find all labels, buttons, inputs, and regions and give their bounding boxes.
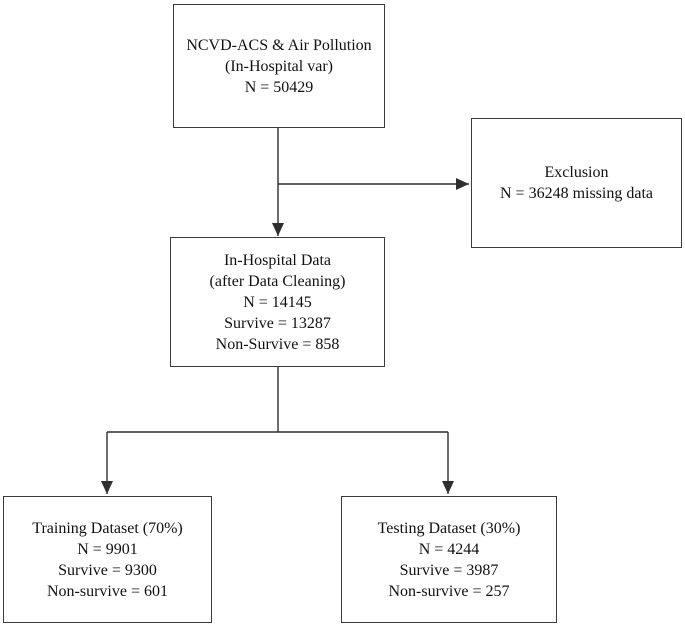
flow-box-line: (after Data Cleaning) bbox=[209, 272, 346, 290]
flow-box-line: Non-survive = 257 bbox=[388, 582, 510, 600]
flow-box-exclusion: Exclusion N = 36248 missing data bbox=[471, 118, 682, 248]
flow-box-line: N = 50429 bbox=[244, 78, 314, 96]
flow-box-source: NCVD-ACS & Air Pollution (In-Hospital va… bbox=[173, 4, 385, 128]
flow-box-testing: Testing Dataset (30%) N = 4244 Survive =… bbox=[341, 496, 557, 623]
flow-box-line: N = 9901 bbox=[77, 540, 138, 558]
flow-box-line: Survive = 13287 bbox=[224, 314, 331, 332]
flow-box-line: Survive = 9300 bbox=[58, 561, 157, 579]
flow-box-line: N = 4244 bbox=[418, 540, 480, 558]
flow-box-line: Non-Survive = 858 bbox=[215, 335, 340, 353]
flow-box-line: Testing Dataset (30%) bbox=[377, 519, 521, 537]
flow-box-line: Training Dataset (70%) bbox=[32, 519, 183, 537]
flow-box-line: Non-survive = 601 bbox=[46, 582, 168, 600]
flow-box-line: Exclusion bbox=[544, 164, 609, 181]
flow-box-training: Training Dataset (70%) N = 9901 Survive … bbox=[3, 496, 212, 623]
flow-box-line: Survive = 3987 bbox=[399, 561, 499, 579]
flow-box-line: N = 36248 missing data bbox=[499, 185, 653, 202]
flow-box-line: In-Hospital Data bbox=[223, 251, 332, 269]
flow-box-line: NCVD-ACS & Air Pollution bbox=[186, 36, 372, 54]
flow-box-line: (In-Hospital var) bbox=[225, 57, 333, 75]
flow-box-line: N = 14145 bbox=[243, 293, 312, 311]
flow-box-in-hospital: In-Hospital Data (after Data Cleaning) N… bbox=[170, 237, 385, 367]
